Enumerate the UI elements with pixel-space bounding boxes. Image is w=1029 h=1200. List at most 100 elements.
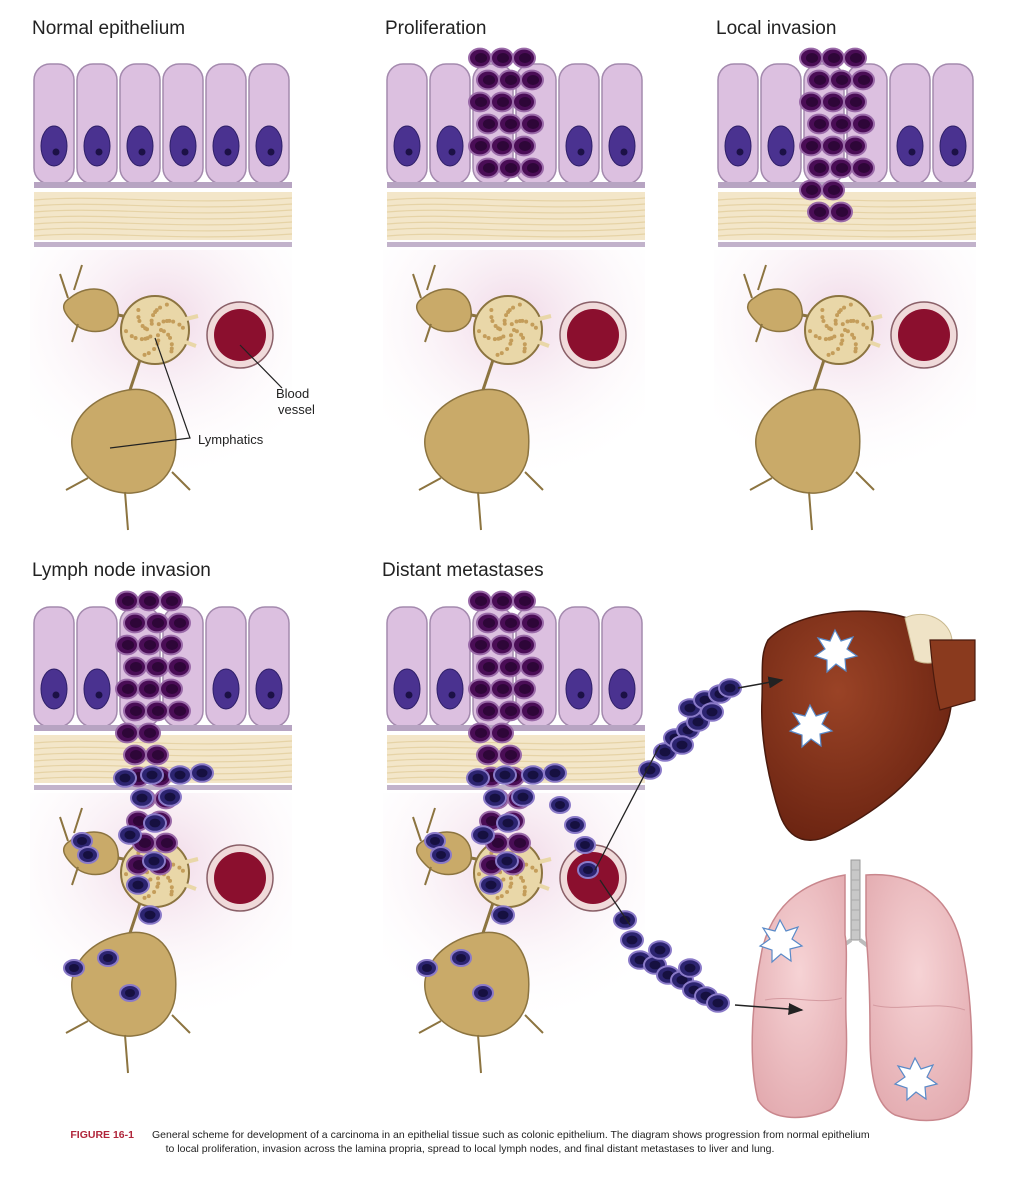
lymph-node-texture [166,332,171,337]
tumor-cell-nucleus [151,662,165,672]
lymph-node-texture [509,338,514,343]
tumor-cell-nucleus [526,662,540,672]
tumor-cell-nucleus [827,141,841,151]
circulating-tumor-cell-nucleus [684,963,696,973]
lymph-node-texture [521,335,526,340]
lymphatic-branch [418,471,544,531]
tumor-cell-nucleus [151,750,165,760]
lymph-node-texture [168,335,173,340]
lymph-node-texture [509,322,514,327]
circulating-tumor-cell-nucleus [146,770,158,780]
tumor-cell-nucleus [849,53,863,63]
lymph-node-texture [824,324,829,329]
lymph-node-texture [508,876,513,881]
lymph-node-texture [522,346,527,351]
lymphatic-branch [59,807,83,886]
tumor-cell-nucleus [504,163,518,173]
lymph-node [120,295,190,365]
nucleolus [620,148,628,156]
arrow-to-lung-route [599,879,631,926]
nucleus [393,125,421,167]
lymph-node-texture [149,318,154,323]
stroma-fiber [33,233,293,238]
basement-membrane-top [34,725,292,731]
stroma-fiber [386,758,646,763]
tumor-cell-nucleus [121,684,135,694]
lungs-illustration [751,859,973,1122]
lymph-node-texture [124,872,129,877]
circulating-tumor-cell-nucleus [196,768,208,778]
lymph-node-texture [864,325,869,330]
tumor-cell-nucleus [160,838,174,848]
tumor-cell-nucleus [805,185,819,195]
tumor-cell-nucleus [835,163,849,173]
lymph-node-texture [845,319,850,324]
circulating-tumor-cell-nucleus [174,770,186,780]
basement-membrane-bottom [34,785,292,790]
lymphatics-leader-line [109,337,191,449]
tumor-cell-nucleus [496,640,510,650]
tumor-cell-nucleus [474,640,488,650]
tumor-cell-nucleus [496,684,510,694]
basement-membrane-top [34,182,292,188]
tumor-cell-nucleus [132,860,146,870]
lymph-node-texture [522,342,527,347]
tumor-cell-nucleus [518,97,532,107]
nucleolus [908,148,916,156]
tumor-cell-nucleus [474,141,488,151]
lymph-node-texture [498,336,503,341]
tumor-cell-nucleus [482,119,496,129]
tumor-cell-nucleus [504,706,518,716]
lymph-node-texture [829,336,834,341]
lymph-node-texture [158,305,163,310]
lymph-node-texture [502,318,507,323]
nucleolus [224,691,232,699]
circulating-tumor-cell-nucleus [149,818,161,828]
lymph-node-texture [837,310,842,315]
tumor-cell-nucleus [813,163,827,173]
stroma-fiber [386,197,646,202]
lymph-node-texture [169,889,174,894]
nucleus [724,125,752,167]
tumor-cell-nucleus [482,163,496,173]
stroma-fiber [33,746,293,751]
lymph-node-texture [156,881,161,886]
lymph-node-texture [519,332,524,337]
lymph-node-texture [524,319,529,324]
stroma-fiber [386,233,646,238]
lymph-node-hilum [863,314,883,348]
lymph-node-texture [499,894,504,899]
lymph-node-texture [482,334,487,339]
circulating-tumor-cell-nucleus [144,910,156,920]
lymph-node-texture [156,322,161,327]
nucleus [212,125,240,167]
lymph-node-texture [486,336,491,341]
tumor-cell-nucleus [482,706,496,716]
lymphatic-branch [412,807,436,886]
circulating-tumor-cell-nucleus [626,935,638,945]
lymphatic-vessel-small [416,288,472,333]
tumor-cell-nucleus [496,596,510,606]
nucleolus [405,691,413,699]
tumor-cell-nucleus [143,684,157,694]
lung-left [751,874,848,1119]
panel-title-local-invasion: Local invasion [716,18,837,39]
tumor-cell-nucleus [474,97,488,107]
tumor-cell-nucleus [813,207,827,217]
tumor-cell-nucleus [474,596,488,606]
panel-lymph-node-invasion [30,590,293,1074]
arrow-to-liver-route [594,744,661,871]
nucleus [608,125,636,167]
lymphatic-efferent [128,902,142,934]
tumor-cell-nucleus [173,662,187,672]
circulating-tumor-cell-nucleus [580,841,590,849]
tumor-cell-nucleus [827,53,841,63]
stroma-fiber [33,758,293,763]
tumor-cell-nucleus [526,618,540,628]
lymph-node-texture [514,329,519,334]
nucleolus [779,148,787,156]
tumor-cell-nucleus [827,185,841,195]
lymph-node-texture [505,889,510,894]
lymph-node-texture [848,318,853,323]
lymph-node-texture [823,337,828,342]
